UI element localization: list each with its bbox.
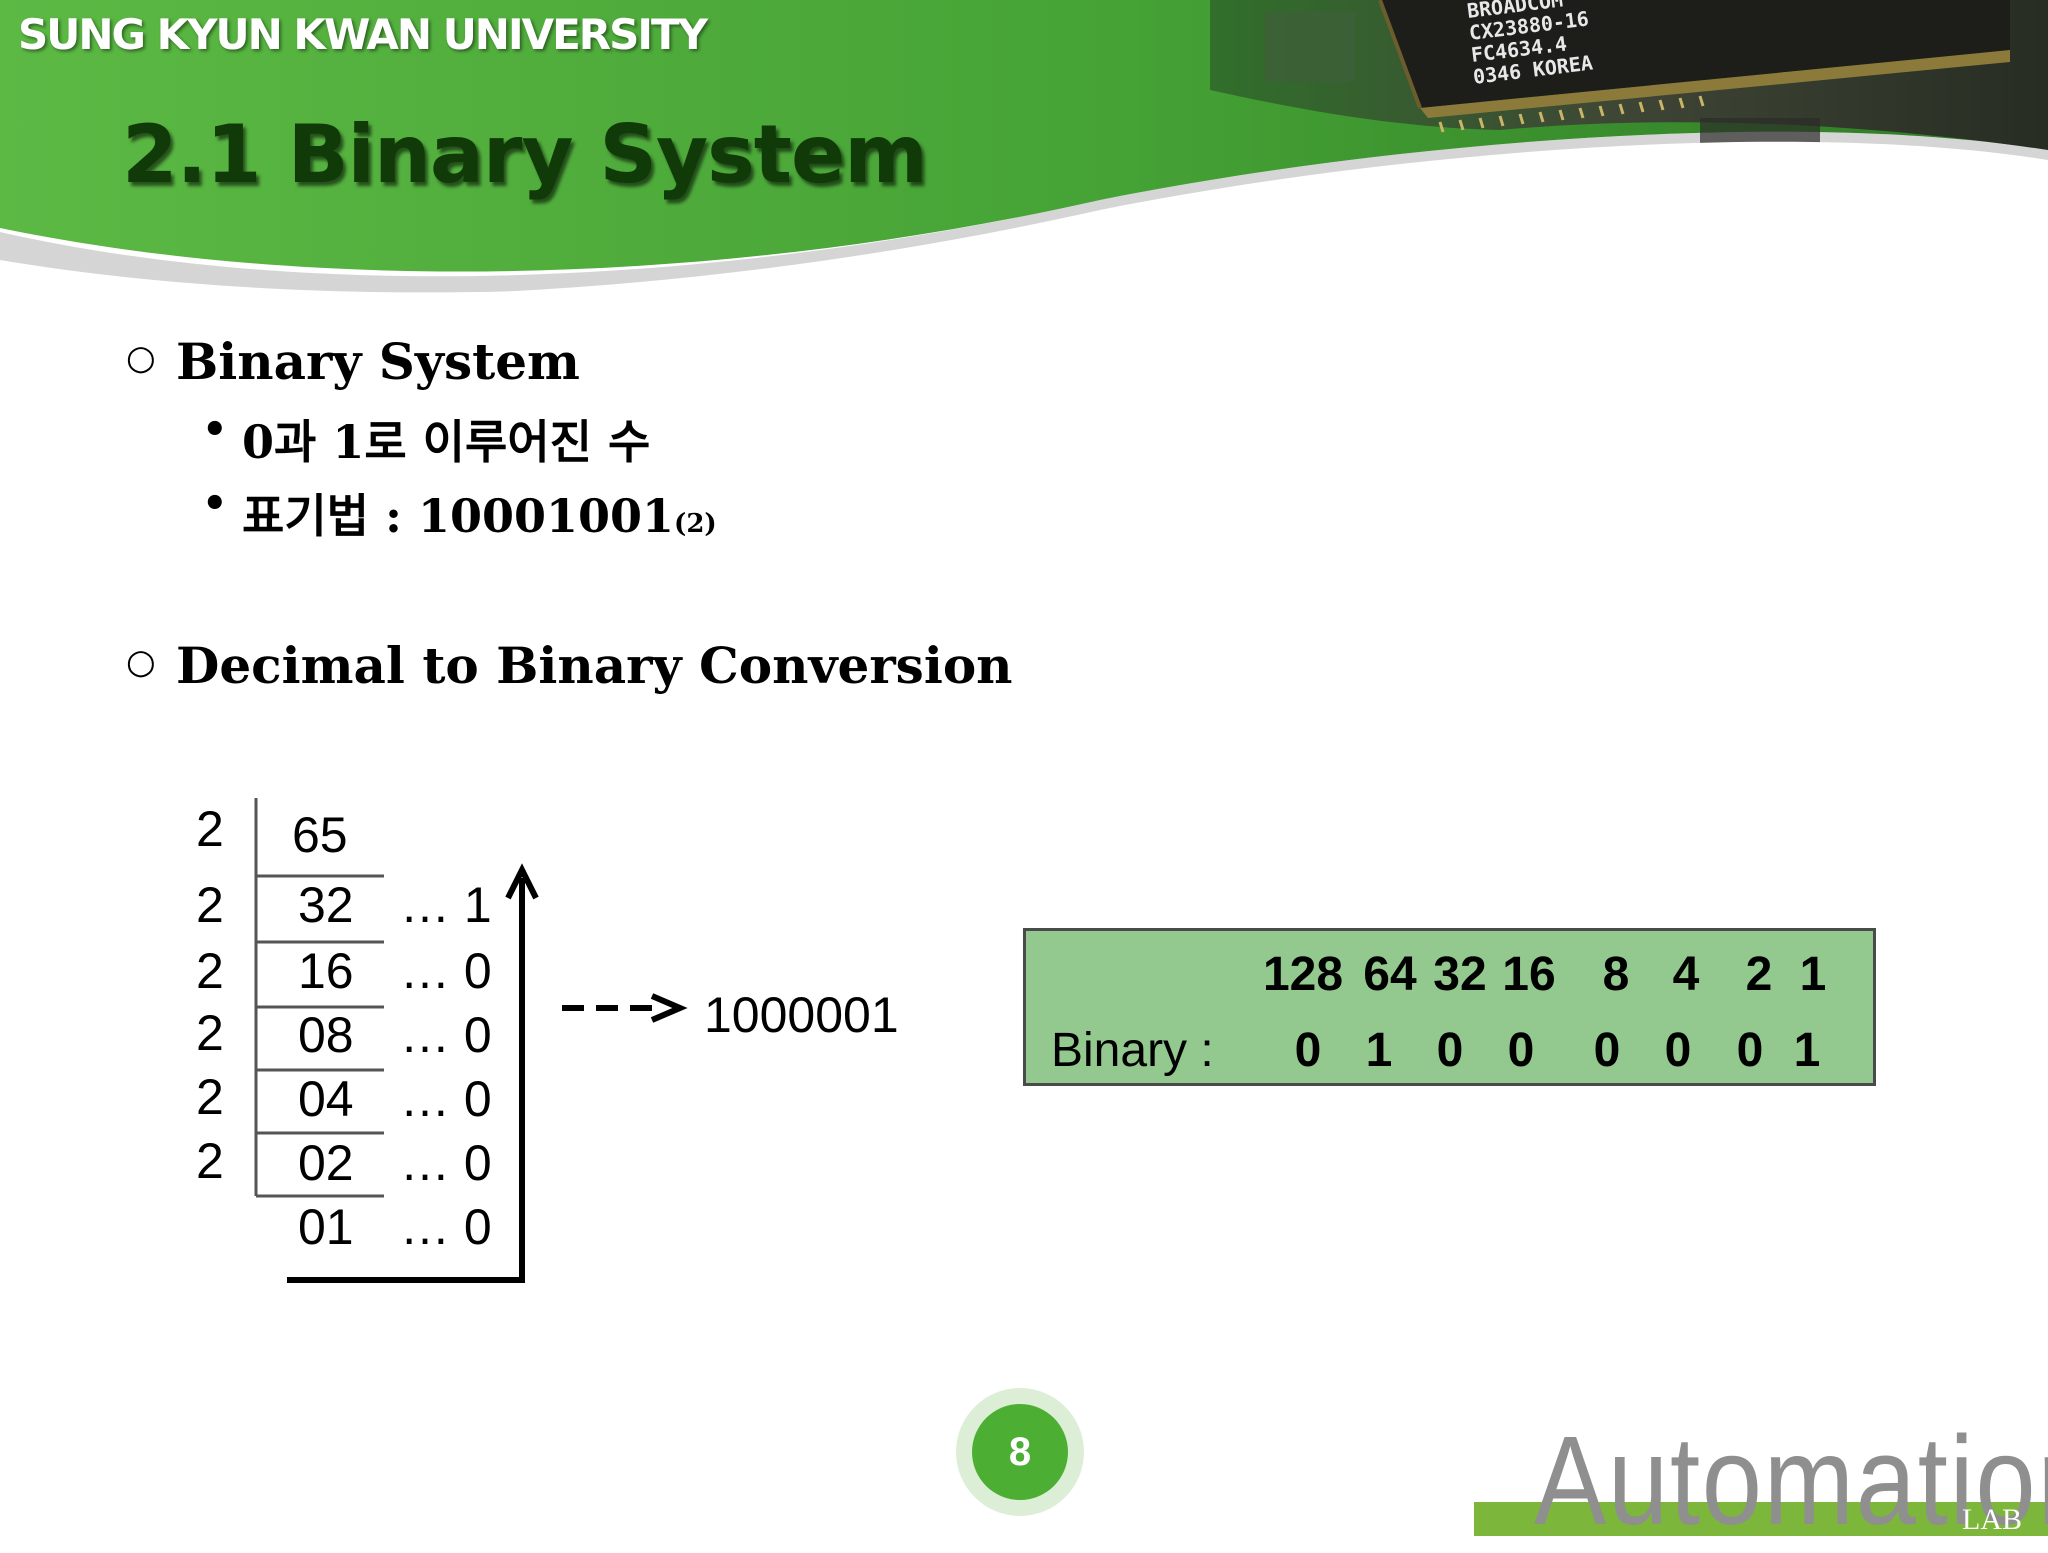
dot-bullet-icon: • — [202, 406, 228, 453]
page-number-badge: 8 — [956, 1388, 1084, 1516]
logo-bar — [1474, 1502, 2048, 1536]
quotient: 16 — [298, 943, 354, 999]
binary-bit: 0 — [1436, 1024, 1464, 1077]
notation-text: 표기법 : 10001001 — [242, 489, 675, 543]
binary-bit: 0 — [1507, 1024, 1535, 1077]
divisor: 2 — [196, 801, 224, 857]
up-arrow-icon — [505, 863, 539, 900]
divisor: 2 — [196, 877, 224, 933]
university-name: SUNG KYUN KWAN UNIVERSITY — [18, 10, 708, 59]
circle-bullet-icon: ○ — [126, 338, 156, 378]
quotient: 08 — [298, 1007, 354, 1063]
quotient: 04 — [298, 1071, 354, 1127]
divisor: 2 — [196, 1005, 224, 1061]
binary-bit: 1 — [1793, 1024, 1821, 1077]
slide-title: 2.1 Binary System — [122, 108, 928, 201]
place-value-header: 1 — [1799, 948, 1827, 1001]
place-value-header: 64 — [1363, 948, 1417, 1001]
remainder: … 0 — [400, 1071, 492, 1127]
chip-image: BROADCOM CX23880-16 FC4634.4 0346 KOREA — [1378, 0, 2010, 133]
conversion-result: 1000001 — [704, 987, 899, 1043]
logo-lab-text: LAB — [1962, 1503, 2022, 1536]
binary-bit: 1 — [1365, 1024, 1393, 1077]
dot-bullet-icon: • — [202, 480, 228, 527]
place-value-header: 128 — [1262, 948, 1344, 1001]
quotient: 65 — [292, 807, 348, 863]
binary-bit: 0 — [1294, 1024, 1322, 1077]
remainder: … 0 — [400, 1007, 492, 1063]
quotient: 01 — [298, 1199, 354, 1255]
component-image — [1265, 12, 1355, 82]
place-value-header: 16 — [1502, 948, 1556, 1001]
binary-bit: 0 — [1736, 1024, 1764, 1077]
place-value-header: 32 — [1433, 948, 1487, 1001]
quotient: 32 — [298, 877, 354, 933]
divisor: 2 — [196, 943, 224, 999]
place-value-table: 128 64 32 16 8 4 2 1 Binary : 0 1 0 0 0 … — [1023, 928, 1876, 1086]
divisor: 2 — [196, 1069, 224, 1125]
binary-bit: 0 — [1593, 1024, 1621, 1077]
page-number: 8 — [972, 1404, 1068, 1500]
remainder: … 0 — [400, 943, 492, 999]
place-value-header: 4 — [1672, 948, 1700, 1001]
divisor: 2 — [196, 1133, 224, 1189]
place-value-header: 2 — [1745, 948, 1773, 1001]
remainder: … 0 — [400, 1199, 492, 1255]
place-value-header: 8 — [1602, 948, 1630, 1001]
automation-lab-logo: Automation — [1534, 1410, 2048, 1551]
header-banner: BROADCOM CX23880-16 FC4634.4 0346 KOREA — [0, 0, 2048, 310]
notation-subscript: (2) — [674, 509, 717, 539]
quotient: 02 — [298, 1135, 354, 1191]
remainder: … 0 — [400, 1135, 492, 1191]
binary-bit: 0 — [1664, 1024, 1692, 1077]
circle-bullet-icon: ○ — [126, 642, 156, 682]
binary-row-label: Binary : — [1051, 1024, 1214, 1077]
remainder: … 1 — [400, 877, 492, 933]
